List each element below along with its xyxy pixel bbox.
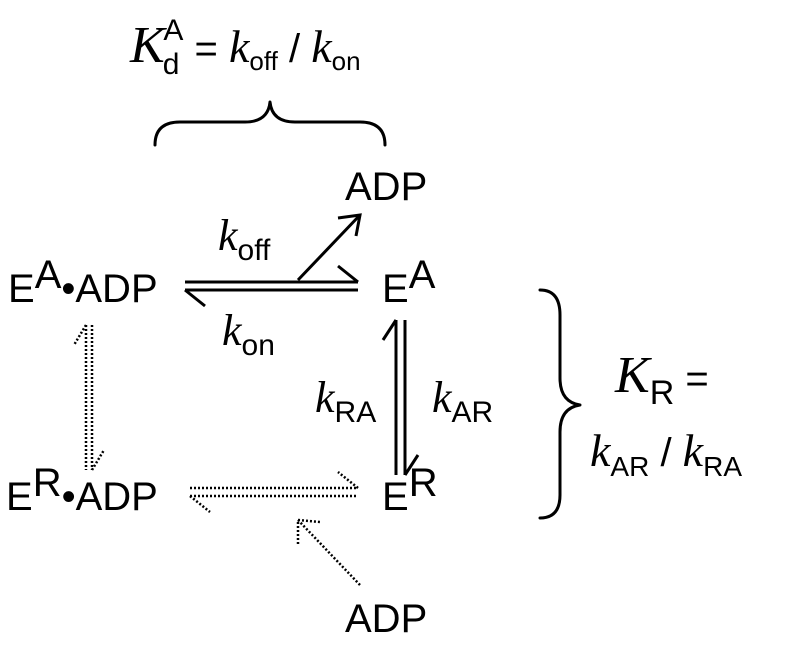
species-er: ER bbox=[382, 461, 438, 519]
kr-equation-line1: KR = bbox=[614, 347, 709, 412]
rate-kon-label: kon bbox=[222, 306, 275, 362]
bottom-dotted-equilibrium bbox=[189, 471, 359, 513]
kr-equation-line2: kAR / kRA bbox=[590, 425, 742, 482]
right-brace bbox=[538, 288, 582, 520]
species-ea-adp: EA•ADP bbox=[8, 253, 158, 311]
adp-binding-dotted-arrow bbox=[296, 518, 361, 586]
kd-equation: KdA = koff / kon bbox=[129, 14, 361, 81]
adp-top-label: ADP bbox=[345, 165, 427, 209]
adp-release-arrow bbox=[296, 213, 362, 282]
top-brace bbox=[153, 100, 387, 147]
right-equilibrium-arrows bbox=[381, 319, 420, 476]
rate-kar-label: kAR bbox=[432, 373, 493, 429]
species-ea: EA bbox=[382, 253, 436, 311]
top-equilibrium-arrows bbox=[184, 264, 359, 308]
rate-kra-label: kRA bbox=[315, 373, 376, 429]
left-dotted-equilibrium bbox=[72, 324, 106, 471]
species-er-adp: ER•ADP bbox=[6, 461, 158, 519]
adp-bottom-label: ADP bbox=[345, 597, 427, 641]
rate-koff-label: koff bbox=[218, 211, 271, 267]
